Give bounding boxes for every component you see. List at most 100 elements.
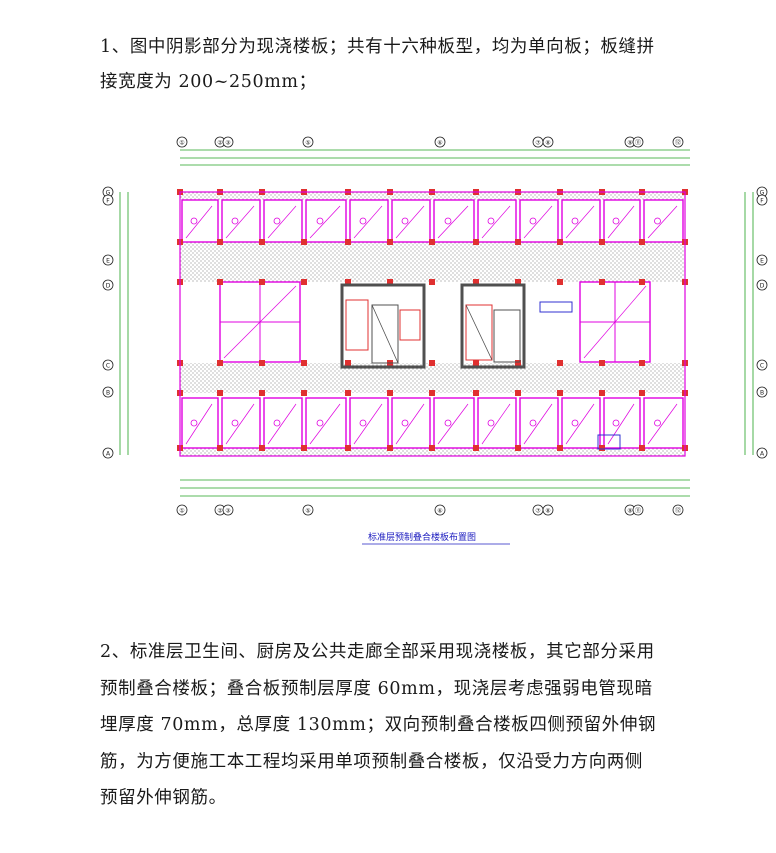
dimension-lines-bottom [180,479,690,497]
slab-diagonal [647,205,678,239]
axis-label-bottom: ⑧ [545,508,550,515]
slab-diagonal [395,403,425,445]
slab-tag [190,419,198,427]
column [515,445,521,451]
column [345,360,351,366]
slab-tag [273,217,281,225]
slab-diagonal [647,403,678,445]
slab-panel [349,397,389,449]
outer-outline [179,191,686,457]
axis-label-right: G [760,190,765,197]
axis-bubble-right [756,447,768,459]
axis-bubble-right [756,359,768,371]
slab-diagonal [481,205,511,239]
slab-panel [263,397,303,449]
axis-label-top: ① [179,140,184,147]
axis-label-left: D [106,283,111,290]
slab-diagonal [437,205,469,239]
axis-label-top: ③ [225,140,230,147]
blue-markings [539,301,621,450]
slab-tag [487,217,495,225]
axis-bubble-top [176,136,188,148]
axis-bubble-right [756,254,768,266]
column [217,239,223,245]
axis-bubble-top [222,136,234,148]
slab-panel [643,397,684,449]
drawing-caption: 标准层预制叠合楼板布置图 [368,531,476,543]
slab-panel [477,199,517,243]
cast-in-place-zones [180,192,685,456]
slab-panel [477,397,517,449]
column [259,445,265,451]
column [259,279,265,285]
slab-panel [519,397,559,449]
slab-panel [603,199,641,243]
column [473,360,479,366]
slab-panel [433,199,475,243]
instruction-paragraph-2: 2、标准层卫生间、厨房及公共走廊全部采用现浇楼板，其它部分采用预制叠合楼板；叠合… [100,642,657,808]
column [473,239,479,245]
slab-tag [444,419,452,427]
axis-label-bottom: ⑫ [675,507,681,515]
slab-panel [391,199,431,243]
axis-label-top: ⑫ [675,139,681,147]
slab-diagonal [223,285,297,359]
slab-diagonal [523,205,553,239]
column [345,279,351,285]
slab-diagonal [565,205,595,239]
axis-label-right: E [760,258,764,265]
column [515,360,521,366]
axis-label-left: A [106,451,111,458]
dimension-lines-top [180,149,690,166]
axis-label-right: C [760,363,764,370]
axis-label-top: ⑪ [635,139,641,147]
slab-panel [603,397,641,449]
slab-diagonal [353,205,383,239]
column [515,239,521,245]
column [639,390,645,396]
axis-label-left: F [106,198,110,205]
instruction-paragraph-1: 1、图中阴影部分为现浇楼板；共有十六种板型，均为单向板；板缝拼接宽度为 200~… [100,37,655,92]
axis-label-top: ⑤ [305,140,310,147]
column [217,360,223,366]
axis-label-right: A [760,451,765,458]
slab-panel [643,199,684,243]
slab-tag [316,217,324,225]
column [639,445,645,451]
column [345,239,351,245]
slab-panel [221,397,261,449]
axis-label-bottom: ⑥ [437,508,442,515]
column [259,390,265,396]
column [301,279,307,285]
slab-panel [181,199,219,243]
axis-bubble-top [632,136,644,148]
slab-tag [571,217,579,225]
axis-bubble-left [102,254,114,266]
slab-diagonal [225,205,255,239]
column [599,445,605,451]
axis-bubble-bottom [222,504,234,516]
column [387,390,393,396]
axis-bubble-bottom [672,504,684,516]
axis-label-top: ② [217,140,223,147]
column [301,360,307,366]
axis-bubble-right [756,386,768,398]
column [217,390,223,396]
slab-tag [444,217,452,225]
axis-bubble-bottom [434,504,446,516]
slab-tag [487,419,495,427]
column [639,239,645,245]
column [599,390,605,396]
slab-diagonal [583,285,647,359]
axis-label-top: ⑦ [535,140,541,147]
slab-panel [305,397,347,449]
slab-tag [654,217,661,225]
column [599,279,605,285]
slab-diagonal [565,403,595,445]
slab-tag [359,217,367,225]
slab-panel [433,397,475,449]
slab-tag [401,217,409,225]
slab-panel [221,199,261,243]
